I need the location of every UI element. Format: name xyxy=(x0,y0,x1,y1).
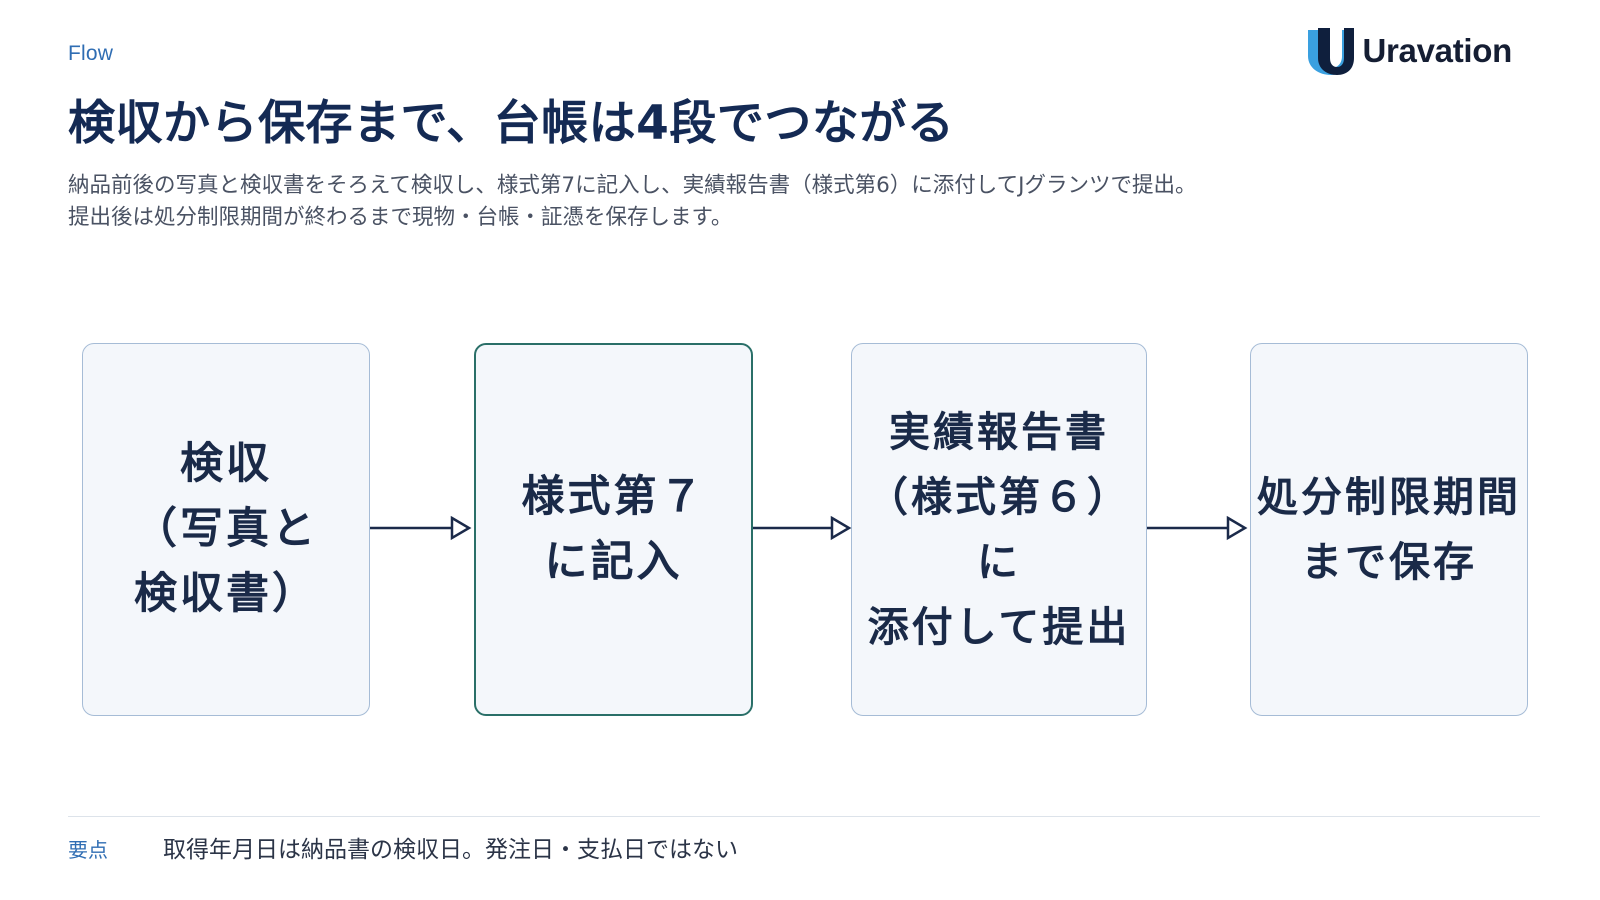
flow-step-3: 実績報告書 （様式第６）に 添付して提出 xyxy=(851,343,1147,716)
uravation-logo-icon xyxy=(1308,28,1355,75)
description-line-2: 提出後は処分制限期間が終わるまで現物・台帳・証憑を保存します。 xyxy=(68,205,733,230)
flow-step-4-label: 処分制限期間 まで保存 xyxy=(1257,472,1521,586)
description: 納品前後の写真と検収書をそろえて検収し、様式第7に記入し、実績報告書（様式第6）… xyxy=(68,170,1508,234)
flow-step-2: 様式第７ に記入 xyxy=(474,343,753,716)
flow-step-4: 処分制限期間 まで保存 xyxy=(1250,343,1528,716)
flow-step-1-label: 検収 （写真と 検収書） xyxy=(134,439,318,619)
key-point-label: 要点 xyxy=(68,838,108,862)
flow-arrow-1 xyxy=(370,515,472,541)
flow-arrow-2 xyxy=(753,515,852,541)
brand: Uravation xyxy=(1304,26,1512,76)
flow-step-3-label: 実績報告書 （様式第６）に 添付して提出 xyxy=(867,407,1131,651)
flow-step-1: 検収 （写真と 検収書） xyxy=(82,343,370,716)
key-point-text: 取得年月日は納品書の検収日。発注日・支払日ではない xyxy=(163,837,738,863)
brand-name: Uravation xyxy=(1362,32,1512,69)
eyebrow-label: Flow xyxy=(68,42,114,65)
description-line-1: 納品前後の写真と検収書をそろえて検収し、様式第7に記入し、実績報告書（様式第6）… xyxy=(68,173,1197,198)
flow-arrow-3 xyxy=(1147,515,1248,541)
page-title: 検収から保存まで、台帳は4段でつながる xyxy=(68,96,955,151)
divider xyxy=(68,816,1540,817)
flow-step-2-label: 様式第７ に記入 xyxy=(521,471,706,587)
